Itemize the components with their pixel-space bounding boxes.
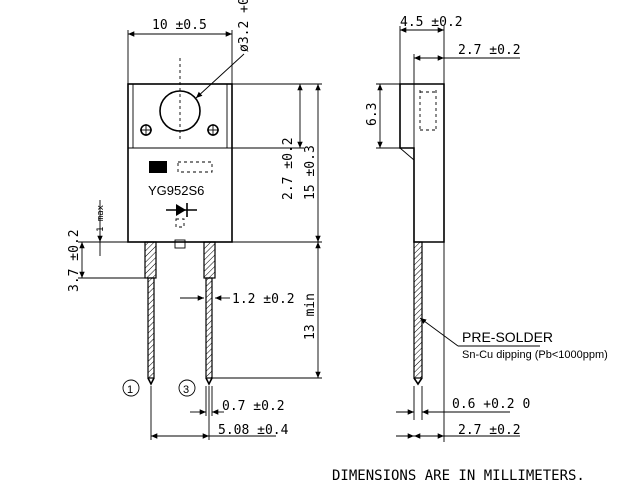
lot-code-box (177, 161, 213, 173)
lead-1-stub (144, 241, 157, 279)
units-note: DIMENSIONS ARE IN MILLIMETERS. (332, 468, 585, 484)
side-lead (413, 241, 423, 379)
depth-dim: 4.5 ±0.2 (400, 15, 463, 30)
svg-text:1: 1 (127, 384, 133, 396)
pin-3-marker (178, 379, 196, 397)
fe-logo-icon: Fe (149, 161, 167, 174)
front-view: Fe YG952S6 10 ±0.5 ø3.2 +0.2 -0.1 (67, 0, 322, 440)
diode-symbol-icon (166, 203, 197, 217)
pin-1-marker (122, 379, 140, 397)
width-dim: 10 ±0.5 (152, 18, 207, 33)
lead-thk-dim: 0.7 ±0.2 (222, 399, 285, 414)
svg-text:Fe: Fe (150, 163, 162, 174)
presolder-label: PRE-SOLDER (462, 329, 553, 345)
lead-3 (205, 277, 213, 379)
lead-3-stub (203, 241, 216, 279)
lead-width-dim: 1.2 ±0.2 (232, 292, 295, 307)
stub-dim: 3.7 ±0.2 (67, 229, 82, 292)
tab-height-dim: 6.3 (365, 103, 380, 126)
side-bottom-dim: 2.7 ±0.2 (458, 423, 521, 438)
presolder-note: Sn-Cu dipping (Pb<1000ppm) (462, 349, 608, 361)
lead-length-dim: 13 min (303, 293, 318, 340)
part-number: YG952S6 (148, 183, 204, 198)
tab-dim: 2.7 ±0.2 (281, 137, 296, 200)
tab-thk-dim: 2.7 ±0.2 (458, 43, 521, 58)
pitch-dim: 5.08 ±0.4 (218, 423, 289, 438)
height-dim: 15 ±0.3 (303, 145, 318, 200)
hole-dim: ø3.2 +0.2 -0.1 (237, 0, 252, 52)
svg-text:3: 3 (183, 384, 189, 396)
side-view: 4.5 ±0.2 2.7 ±0.2 6.3 PRE-SOLDER Sn-Cu d… (365, 15, 608, 442)
side-body (399, 83, 445, 243)
max-dim: 1 max (96, 204, 106, 232)
lead-1 (147, 277, 155, 379)
side-lead-thk-dim: 0.6 +0.2 0 (452, 397, 530, 412)
